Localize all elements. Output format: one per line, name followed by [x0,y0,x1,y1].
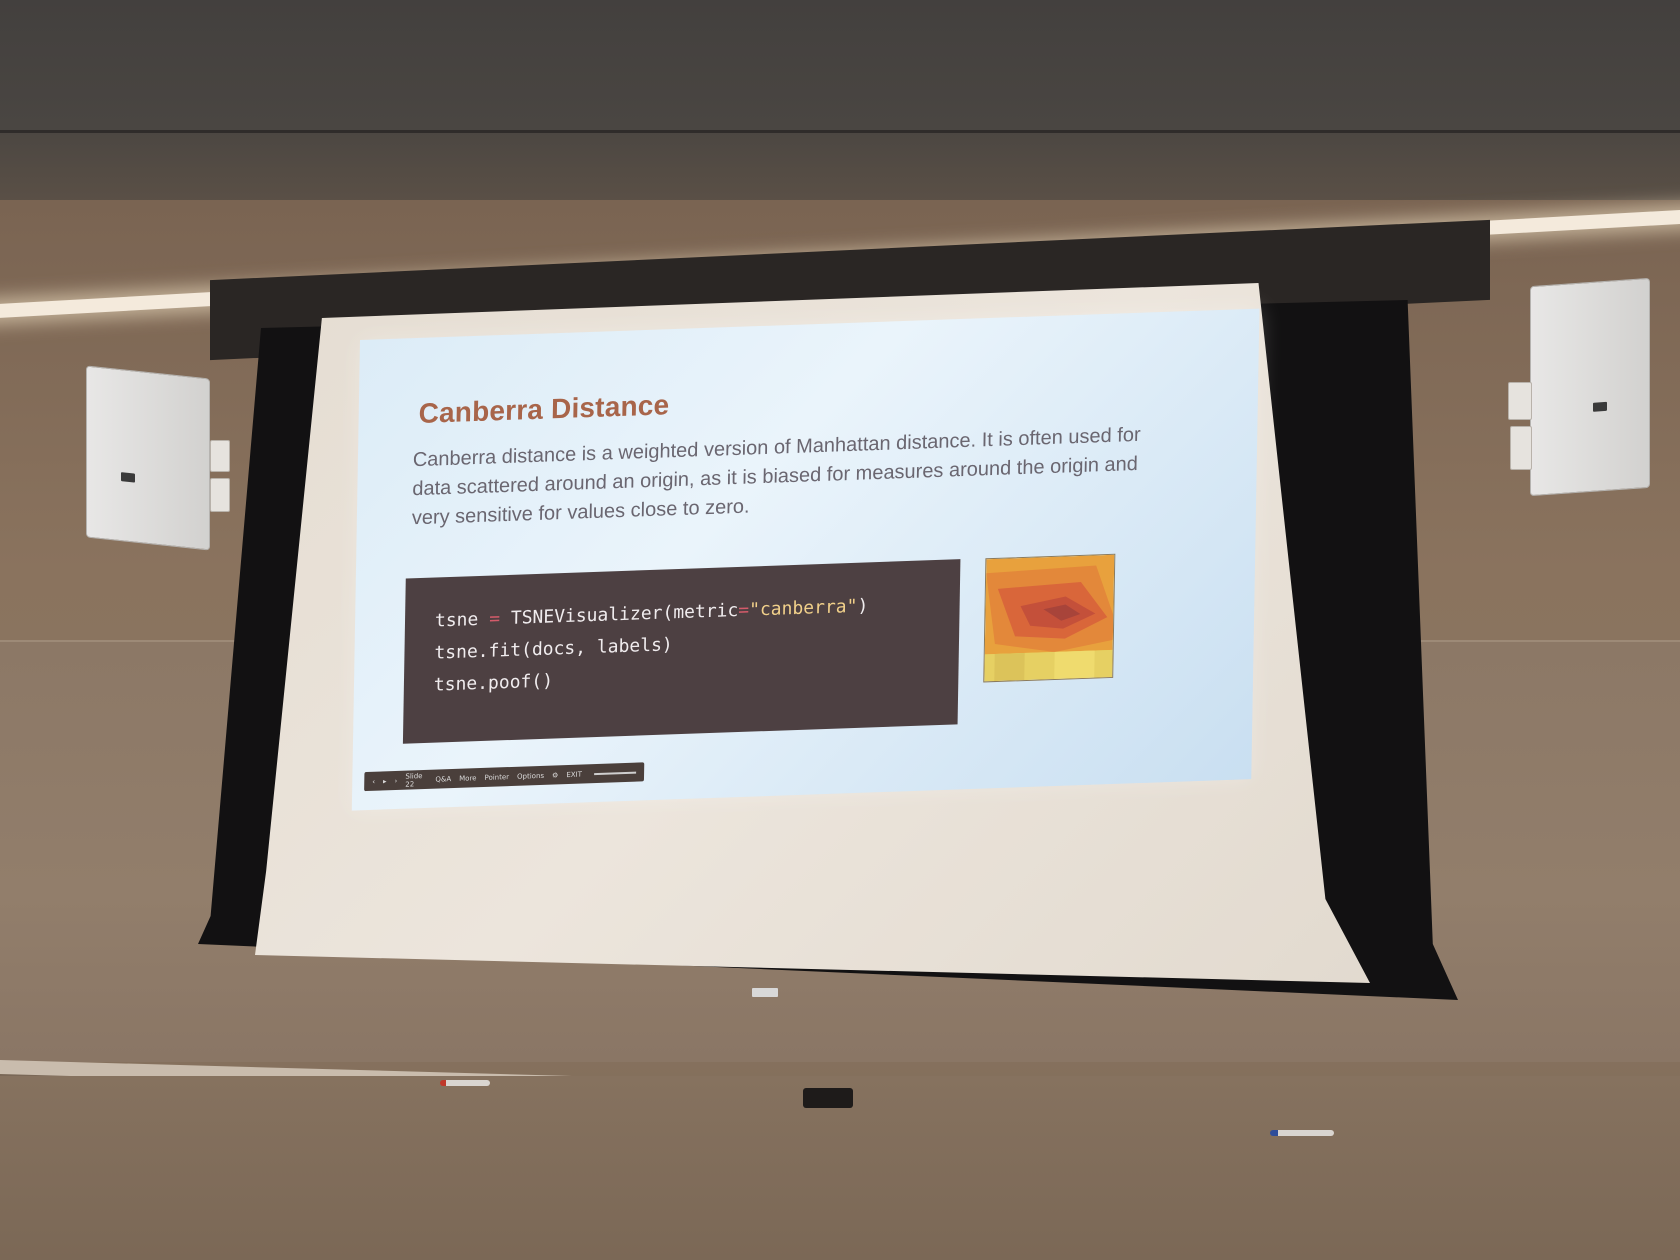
qa-button[interactable]: Q&A [435,774,452,784]
slide-select[interactable]: Slide 22 [405,771,423,789]
prev-slide-button[interactable]: ‹ [372,777,376,786]
ceiling-tiles [0,0,1680,133]
code-token: ) [857,595,869,617]
wall-outlet [210,440,230,472]
eraser[interactable] [803,1088,853,1108]
wall-outlet [210,478,230,512]
speaker-logo [121,472,135,483]
marker-red[interactable] [440,1080,490,1086]
presentation-slide: Canberra Distance Canberra distance is a… [351,308,1260,811]
code-token: TSNEVisualizer(metric [510,599,739,629]
slide-body-text: Canberra distance is a weighted version … [411,423,1141,530]
play-button[interactable]: ▸ [383,776,387,785]
heatmap-graphic [984,554,1115,682]
speaker-right [1530,277,1650,497]
wall-outlet [1508,382,1532,420]
marker-blue[interactable] [1270,1130,1334,1136]
options-button[interactable]: Options [517,771,545,781]
slide-title: Canberra Distance [418,389,670,430]
progress-slider[interactable] [593,771,637,775]
next-slide-button[interactable]: › [394,776,398,785]
more-button[interactable]: More [459,773,477,783]
code-token: = [738,599,750,621]
pointer-button[interactable]: Pointer [484,772,510,782]
speaker-left [86,365,210,551]
screen-brand-logo [752,988,778,997]
wall-outlet [1510,426,1532,470]
gear-icon[interactable]: ⚙ [552,770,559,780]
code-token: tsne [434,609,479,632]
heatmap-image [983,553,1116,683]
code-token: "canberra" [748,595,858,621]
exit-button[interactable]: EXIT [566,770,582,779]
code-block: tsne = TSNEVisualizer(metric="canberra")… [402,559,961,744]
code-token: = [488,608,501,630]
speaker-logo [1593,401,1607,412]
presenter-toolbar: ‹ ▸ › Slide 22 Q&A More Pointer Options … [364,762,645,792]
